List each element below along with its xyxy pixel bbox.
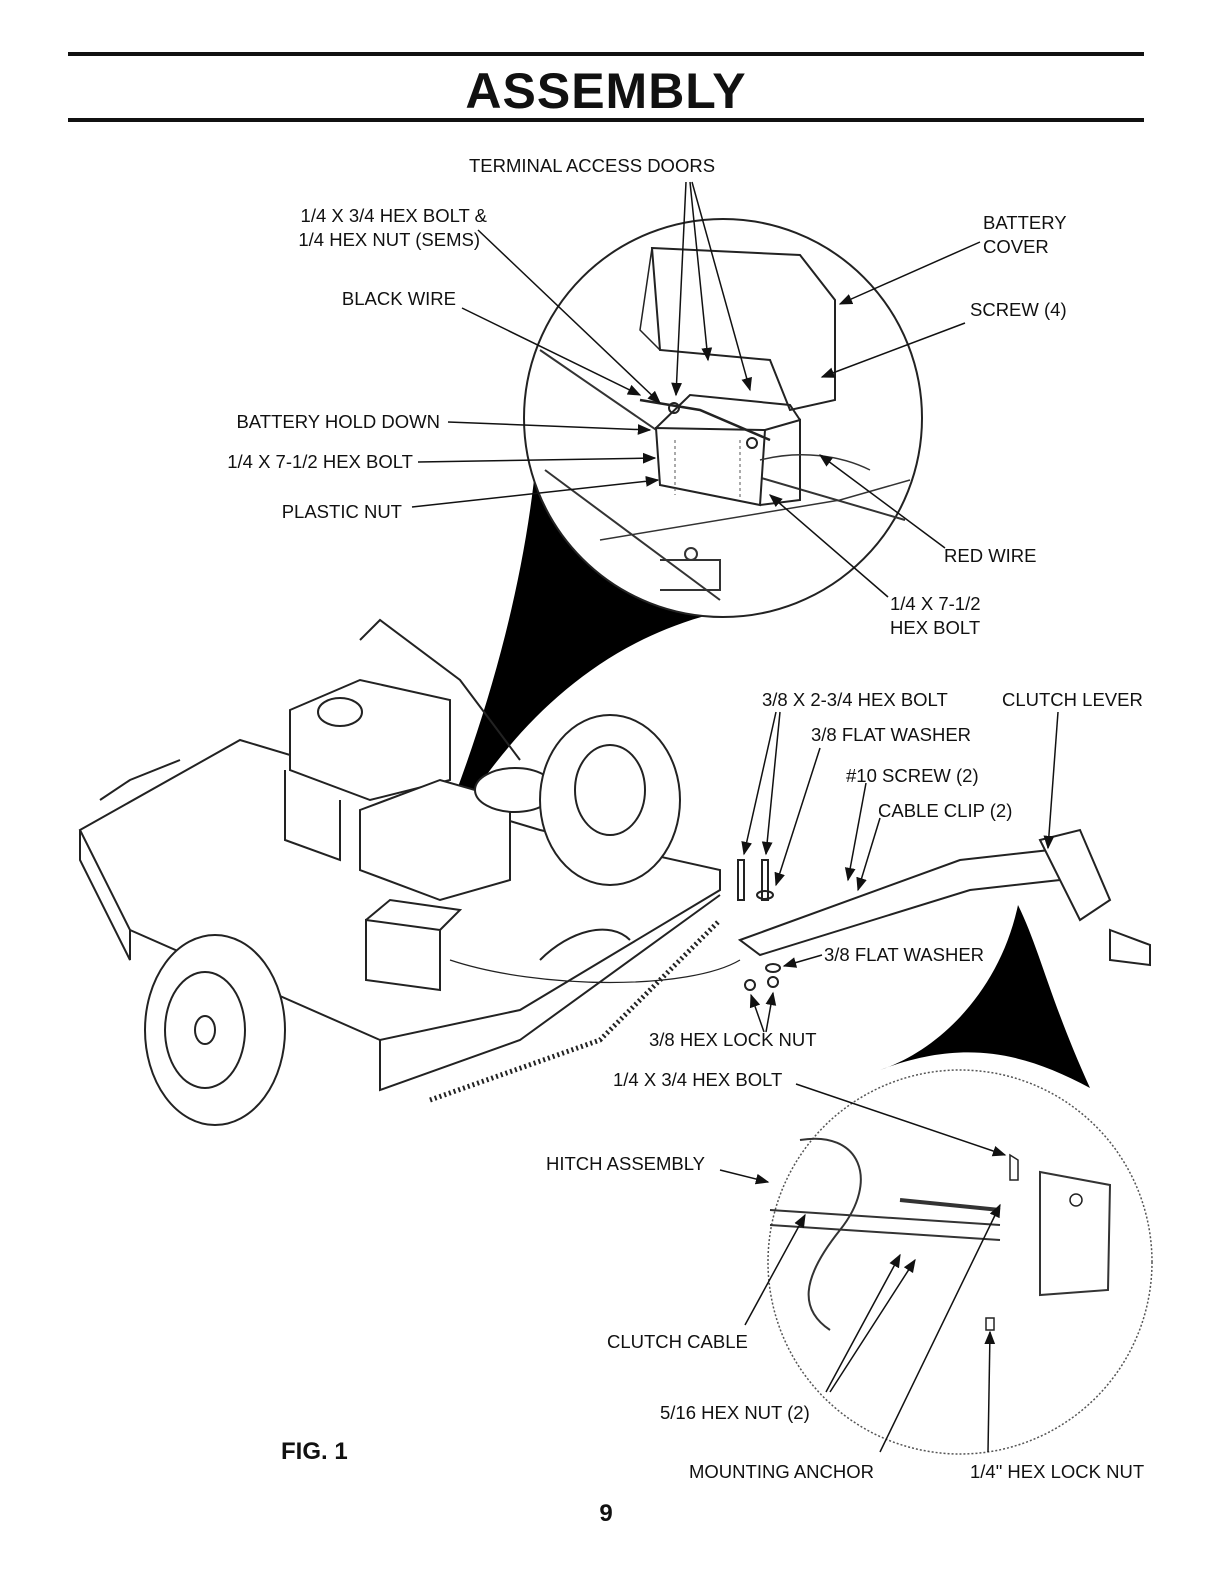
label-mounting-anchor: MOUNTING ANCHOR — [689, 1461, 874, 1482]
label-hex-lock-nut-38: 3/8 HEX LOCK NUT — [649, 1029, 817, 1050]
label-flat-washer-bottom: 3/8 FLAT WASHER — [824, 944, 985, 965]
label-screw-4: SCREW (4) — [970, 299, 1067, 320]
figure-label: FIG. 1 — [281, 1438, 348, 1465]
zoom-wedge-top — [410, 462, 720, 905]
top-rule — [68, 52, 1144, 56]
label-cable-clip: CABLE CLIP (2) — [878, 800, 1013, 821]
label-clutch-lever: CLUTCH LEVER — [1002, 689, 1143, 710]
label-hex-bolt-7-right-line2: HEX BOLT — [890, 617, 981, 638]
battery-detail-circle — [523, 218, 923, 618]
label-hex-lock-nut-14: 1/4" HEX LOCK NUT — [970, 1461, 1145, 1482]
label-battery-cover-line2: COVER — [983, 236, 1049, 257]
label-hex-bolt-7-right-line1: 1/4 X 7-1/2 — [890, 593, 981, 614]
label-red-wire: RED WIRE — [944, 545, 1037, 566]
label-clutch-cable: CLUTCH CABLE — [607, 1331, 748, 1352]
label-battery-cover-line1: BATTERY — [983, 212, 1067, 233]
label-hex-nut-516: 5/16 HEX NUT (2) — [660, 1402, 810, 1423]
label-terminal-access-doors: TERMINAL ACCESS DOORS — [469, 155, 716, 176]
leader-lines — [411, 181, 1059, 1453]
label-hex-bolt-sems-line2: 1/4 HEX NUT (SEMS) — [298, 229, 480, 250]
label-hex-bolt-34: 1/4 X 3/4 HEX BOLT — [613, 1069, 783, 1090]
zoom-wedge-bottom — [880, 905, 1090, 1088]
label-flat-washer-top: 3/8 FLAT WASHER — [811, 724, 972, 745]
title-rule — [68, 118, 1144, 122]
hitch-detail-circle — [767, 1069, 1153, 1455]
label-screw-10: #10 SCREW (2) — [846, 765, 979, 786]
label-hex-bolt-sems-line1: 1/4 X 3/4 HEX BOLT & — [300, 205, 487, 226]
label-battery-hold-down: BATTERY HOLD DOWN — [236, 411, 440, 432]
label-hex-bolt-38: 3/8 X 2-3/4 HEX BOLT — [762, 689, 948, 710]
label-hitch-assembly: HITCH ASSEMBLY — [546, 1153, 706, 1174]
page-number: 9 — [599, 1500, 613, 1527]
mower-drawing — [78, 618, 1151, 1126]
label-black-wire: BLACK WIRE — [341, 288, 456, 309]
label-plastic-nut: PLASTIC NUT — [281, 501, 402, 522]
label-hex-bolt-7-left: 1/4 X 7-1/2 HEX BOLT — [227, 451, 413, 472]
page-title: ASSEMBLY — [465, 63, 747, 119]
